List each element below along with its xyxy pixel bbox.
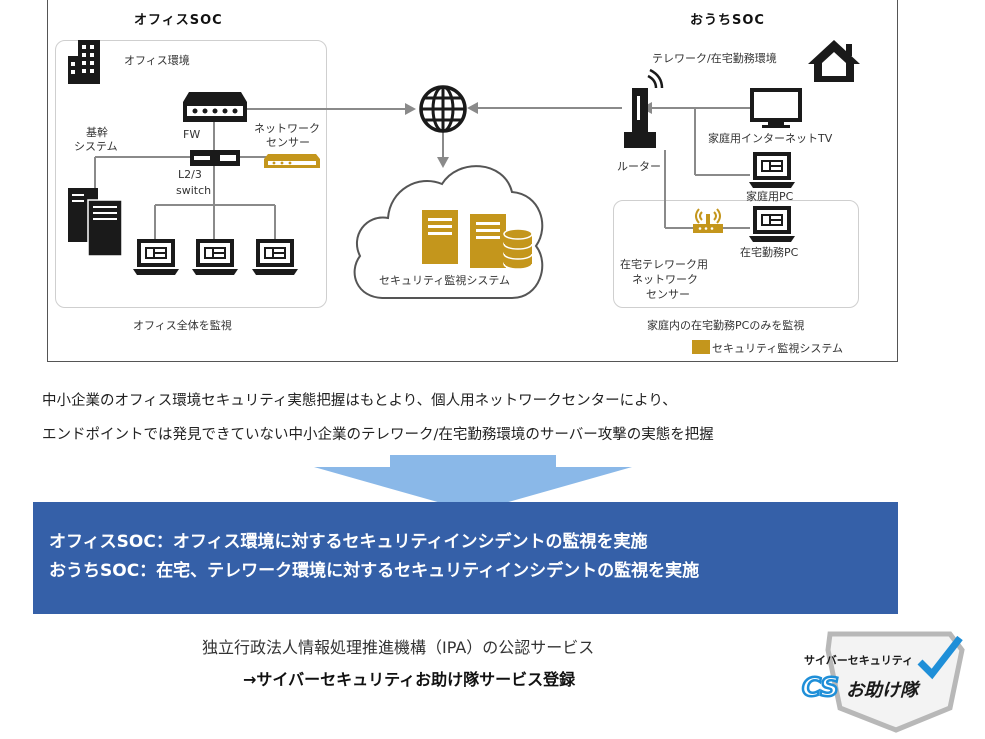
office-laptop-icon bbox=[133, 239, 179, 275]
home-env-label: テレワーク/在宅勤務環境 bbox=[652, 52, 777, 65]
down-arrow-icon bbox=[314, 455, 632, 512]
home-sensor-label-line1: 在宅テレワーク用 bbox=[620, 258, 708, 271]
router-label: ルーター bbox=[617, 160, 661, 173]
logo-main-text: お助け隊 bbox=[846, 680, 921, 701]
summary-banner: オフィスSOC：オフィス環境に対するセキュリティインシデントの監視を実施 おうち… bbox=[33, 502, 898, 614]
tv-icon bbox=[750, 88, 802, 128]
home-soc-title: おうちSOC bbox=[690, 13, 765, 28]
switch-label-line2: switch bbox=[176, 184, 212, 197]
banner-line1: オフィスSOC：オフィス環境に対するセキュリティインシデントの監視を実施 bbox=[49, 532, 648, 552]
home-sensor-label-line2: ネットワーク bbox=[632, 273, 698, 286]
office-zone bbox=[55, 40, 327, 308]
house-icon bbox=[808, 40, 860, 82]
description-line2: エンドポイントでは発見できていない中小企業のテレワーク/在宅勤務環境のサーバー攻… bbox=[42, 427, 714, 443]
work-pc-icon bbox=[749, 206, 795, 242]
home-monitor-caption: 家庭内の在宅勤務PCのみを監視 bbox=[647, 319, 805, 332]
legend-swatch bbox=[692, 340, 710, 354]
home-pc-label: 家庭用PC bbox=[746, 190, 794, 203]
banner-line2: おうちSOC：在宅、テレワーク環境に対するセキュリティインシデントの監視を実施 bbox=[49, 561, 700, 581]
home-sensor-label-line3: センサー bbox=[646, 288, 690, 301]
office-laptop-icon bbox=[252, 239, 298, 275]
monitoring-database-server-icon bbox=[470, 214, 533, 270]
logo-top-text: サイバーセキュリティ bbox=[804, 654, 913, 667]
office-sensor-icon bbox=[264, 154, 320, 168]
home-sensor-icon bbox=[693, 208, 723, 233]
firewall-icon bbox=[183, 92, 247, 122]
office-soc-title: オフィスSOC bbox=[134, 13, 223, 28]
monitoring-server-icon bbox=[422, 210, 458, 264]
cs-otasuketai-logo: サイバーセキュリティ CS お助け隊 bbox=[801, 631, 965, 733]
logo-cs-text: CS bbox=[802, 673, 839, 703]
home-pc-icon bbox=[749, 152, 795, 188]
work-pc-label: 在宅勤務PC bbox=[740, 246, 799, 259]
description-line1: 中小企業のオフィス環境セキュリティ実態把握はもとより、個人用ネットワークセンター… bbox=[42, 393, 677, 409]
globe-icon bbox=[419, 85, 467, 133]
office-env-label: オフィス環境 bbox=[124, 54, 190, 67]
core-system-label-line1: 基幹 bbox=[86, 126, 108, 139]
home-zone bbox=[613, 200, 859, 308]
office-sensor-label-line2: センサー bbox=[266, 136, 310, 149]
office-laptop-icon bbox=[192, 239, 238, 275]
ipa-line2: →サイバーセキュリティお助け隊サービス登録 bbox=[243, 670, 576, 689]
switch-label-line1: L2/3 bbox=[178, 168, 202, 181]
office-monitor-caption: オフィス全体を監視 bbox=[133, 319, 232, 332]
core-server-icon bbox=[68, 188, 123, 257]
fw-label: FW bbox=[183, 128, 201, 141]
switch-icon bbox=[190, 150, 240, 166]
router-icon bbox=[624, 68, 664, 148]
core-system-label-line2: システム bbox=[74, 140, 118, 153]
legend-label: セキュリティ監視システム bbox=[712, 342, 844, 355]
tv-label: 家庭用インターネットTV bbox=[708, 132, 833, 145]
office-sensor-label-line1: ネットワーク bbox=[254, 122, 320, 135]
office-building-icon bbox=[68, 40, 100, 84]
cloud-system-label: セキュリティ監視システム bbox=[379, 274, 511, 287]
ipa-line1: 独立行政法人情報処理推進機構（IPA）の公認サービス bbox=[202, 638, 595, 657]
